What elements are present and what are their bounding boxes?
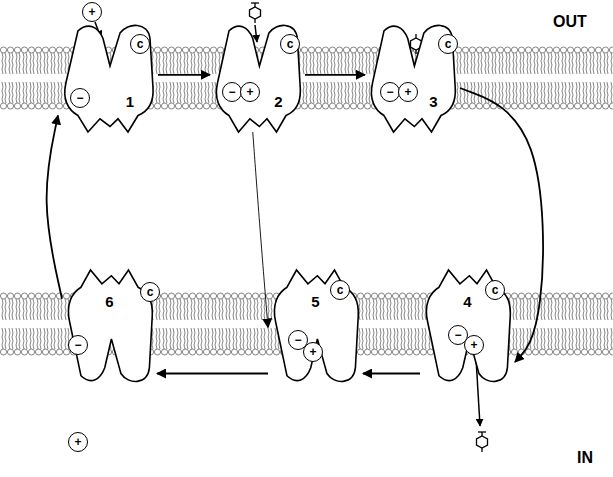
charge-symbol: c bbox=[438, 34, 458, 54]
protein-shape bbox=[65, 25, 153, 132]
protein-shape bbox=[216, 25, 300, 132]
charge-symbol: − bbox=[68, 335, 88, 355]
charge-symbol: − bbox=[380, 82, 400, 102]
state-transition-arrow bbox=[157, 373, 268, 375]
charge-symbol: + bbox=[303, 342, 323, 362]
charge-symbol: c bbox=[130, 34, 150, 54]
state-number: 3 bbox=[429, 94, 437, 109]
state-transition-arrow bbox=[253, 132, 268, 328]
state-transition-arrow bbox=[305, 74, 365, 76]
protein-shape bbox=[426, 270, 510, 382]
charge-symbol: + bbox=[68, 432, 88, 452]
charge-symbol: + bbox=[240, 82, 260, 102]
state-transition-arrow bbox=[363, 373, 420, 375]
charge-symbol: c bbox=[485, 280, 505, 300]
charge-symbol: + bbox=[464, 335, 484, 355]
charge-symbol: c bbox=[140, 282, 160, 302]
state-number: 4 bbox=[463, 294, 471, 309]
state-number: 5 bbox=[311, 294, 319, 309]
protein-shape bbox=[274, 270, 358, 382]
state-number: 6 bbox=[105, 294, 113, 309]
side-label: OUT bbox=[553, 14, 587, 30]
substrate-molecule bbox=[477, 432, 488, 452]
protein-shape bbox=[68, 270, 152, 382]
charge-symbol: − bbox=[222, 82, 242, 102]
binding-arrow bbox=[255, 25, 257, 42]
charge-symbol: c bbox=[280, 34, 300, 54]
state-number: 2 bbox=[274, 94, 282, 109]
charge-symbol: + bbox=[398, 82, 418, 102]
state-transition-arrow bbox=[158, 74, 210, 76]
state-number: 1 bbox=[126, 94, 134, 109]
charge-symbol: − bbox=[70, 88, 90, 108]
charge-symbol: c bbox=[330, 280, 350, 300]
side-label: IN bbox=[577, 450, 593, 466]
charge-symbol: + bbox=[82, 2, 102, 22]
substrate-molecule bbox=[250, 3, 261, 23]
state-transition-arrow bbox=[47, 116, 62, 299]
